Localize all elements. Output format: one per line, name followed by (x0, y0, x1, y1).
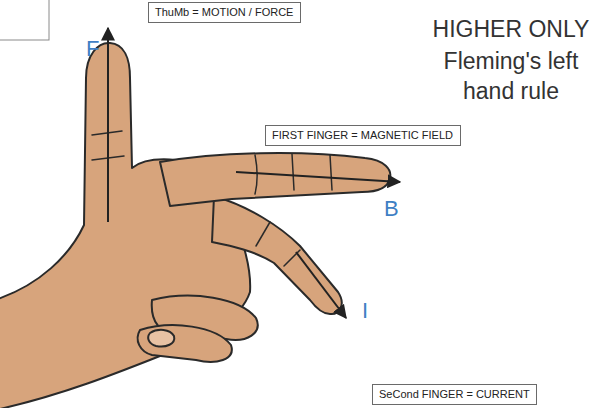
box-text: SeCond FINGER = CURRENT (379, 388, 530, 401)
force-arrow (107, 28, 109, 222)
level-note: HIGHER ONLY (432, 16, 590, 44)
crease (330, 155, 332, 190)
label-box: ThuMb = MOTION / FORCE (148, 2, 301, 23)
label-box: FIRST FINGER = MAGNETIC FIELD (265, 125, 461, 146)
vector-letter: F (86, 36, 104, 62)
vector-letter: B (384, 196, 402, 222)
crease (256, 222, 270, 246)
crease (284, 250, 300, 266)
field-arrow (236, 172, 400, 182)
current-arrow (296, 252, 346, 318)
diagram-title: Fleming's left hand rule (432, 46, 590, 106)
crease (255, 155, 257, 194)
cut-off-box (0, 0, 49, 40)
finger-nail (148, 330, 174, 347)
curled-finger (138, 325, 232, 362)
box-text: FIRST FINGER = MAGNETIC FIELD (272, 129, 454, 142)
middle-finger (212, 196, 342, 314)
vector-letter: I (362, 298, 376, 324)
label-box: SeCond FINGER = CURRENT (372, 384, 537, 405)
box-text: ThuMb = MOTION / FORCE (155, 6, 294, 19)
crease (292, 154, 294, 190)
